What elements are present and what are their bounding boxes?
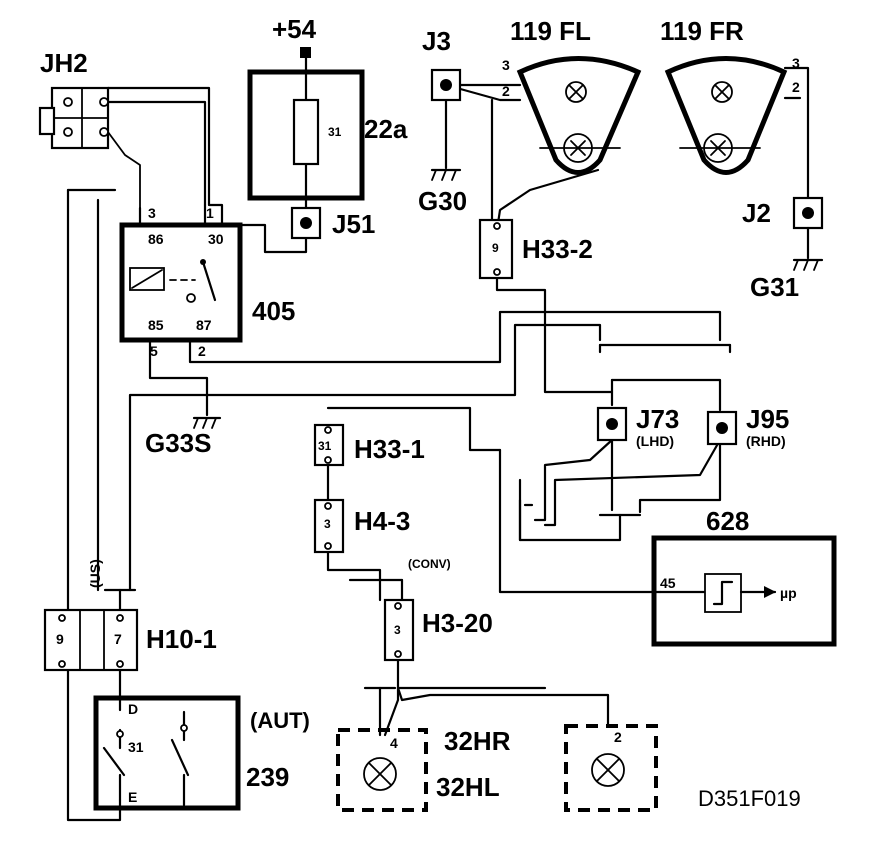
j95-junction [706,410,738,446]
h4-3-pin: 3 [324,517,331,531]
relay-pin-87: 87 [196,317,212,333]
h10-1-label: H10-1 [146,624,217,654]
ecu-pin: 45 [660,575,676,591]
lamp-fr-pin-3: 3 [792,55,800,71]
g31-ground-icon [792,258,824,271]
lamp-fl-label: 119 FL [510,16,591,46]
lamp-hr-icon [591,753,625,787]
j73-dot-icon [606,418,618,430]
h33-1-label: H33-1 [354,434,425,464]
j3-label: J3 [422,26,451,56]
j2-dot-icon [802,207,814,219]
g30-label: G30 [418,186,467,216]
switch-239-box [93,695,241,811]
lamp-hr-box [564,724,658,812]
h10-1-pin-7: 7 [114,631,122,647]
switch-term-e: E [128,789,137,805]
lamp-hl-box [336,728,428,812]
lamp-fl-pin-2: 2 [502,83,510,99]
relay-pin-85: 85 [148,317,164,333]
h33-1-pin: 31 [318,439,332,453]
supply-terminal-icon [300,47,311,58]
fuse-label: 22a [364,114,408,144]
aut-label: (AUT) [250,708,310,733]
relay-pin-30: 30 [208,231,224,247]
lamp-fr-housing [664,56,788,175]
figure-code: D351F019 [698,786,801,811]
j95-sub: (RHD) [746,433,786,449]
lamp-hl-pin: 4 [390,735,398,751]
j73-sub: (LHD) [636,433,674,449]
h33-2-label: H33-2 [522,234,593,264]
lamp-hr-label: 32HR [444,726,511,756]
wires [66,53,810,822]
lamp-fl-pin-3: 3 [502,57,510,73]
h10-1-connector [43,608,139,672]
h10-1-pin-9: 9 [56,631,64,647]
j51-label: J51 [332,209,375,239]
j2-label: J2 [742,198,771,228]
g33s-ground-icon [192,416,222,429]
relay-coil-icon [129,267,165,291]
relay-wire-2: 2 [198,343,206,359]
lamp-hr-pin: 2 [614,729,622,745]
h3-20-connector [383,598,415,662]
ecu-628-box [651,535,837,647]
switch-term-d: D [128,701,138,717]
lamp-fr-pin-2: 2 [792,79,800,95]
relay-pin-86: 86 [148,231,164,247]
relay-wire-5: 5 [150,343,158,359]
fuse-pin: 31 [328,125,342,139]
ecu-label: 628 [706,506,749,536]
h3-20-pin: 3 [394,623,401,637]
j51-dot-icon [300,217,312,229]
h33-2-pin: 9 [492,241,499,255]
fuse-icon [292,98,320,166]
lamp-hl-icon [363,757,397,791]
g31-label: G31 [750,272,799,302]
j95-label: J95 [746,404,789,434]
jh2-connector [38,86,110,150]
fuse-box [247,69,365,201]
j73-label: J73 [636,404,679,434]
ecu-arrow-icon [764,586,776,598]
us-label: (US) [87,559,103,588]
switch-term-31: 31 [128,739,144,755]
h3-20-label: H3-20 [422,608,493,638]
relay-wire-1: 1 [206,205,214,221]
h4-3-label: H4-3 [354,506,410,536]
g33s-label: G33S [145,428,212,458]
j3-dot-icon [440,79,452,91]
supply-label: +54 [272,14,317,44]
jh2-label: JH2 [40,48,88,78]
relay-contact-icon [186,259,217,303]
relay-label: 405 [252,296,295,326]
j73-junction [596,406,628,442]
relay-405-box [119,222,243,343]
lamp-hl-label: 32HL [436,772,500,802]
lamp-fr-label: 119 FR [660,16,744,46]
conv-label: (CONV) [408,557,451,571]
g30-ground-icon [430,168,462,181]
j95-dot-icon [716,422,728,434]
switch-contacts-icon [102,710,190,807]
switch-label: 239 [246,762,289,792]
ecu-output: µp [780,585,797,601]
relay-wire-3: 3 [148,205,156,221]
lamp-fl-housing [516,56,642,175]
